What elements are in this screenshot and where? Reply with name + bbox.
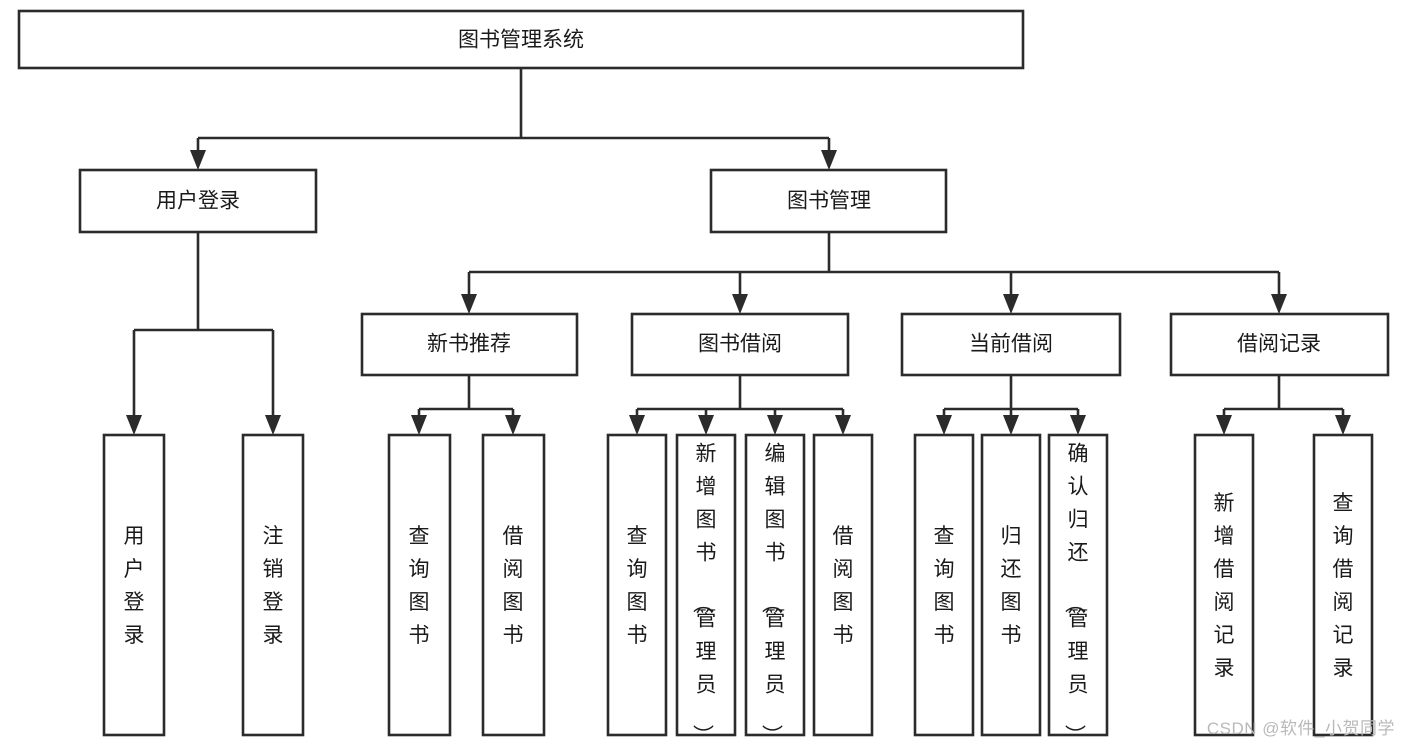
node-leaf-edit-book[interactable]: 编辑图书（管理员） [744,433,806,745]
node-user-login[interactable]: 用户登录 [78,168,318,234]
borrow-record-label: 借阅记录 [1237,333,1321,356]
arrow-head-leaf-query-record [1335,415,1351,435]
arrow-head-leaf-confirm-return [1070,415,1086,435]
node-borrow-record[interactable]: 借阅记录 [1169,312,1390,377]
leaf-return-book-label: 归还图书 [1001,525,1022,647]
node-leaf-add-book[interactable]: 新增图书（管理员） [675,433,737,745]
node-leaf-query-book-1[interactable]: 查询图书 [387,433,452,737]
arrow-head-borrow-record [1271,294,1287,314]
leaf-query-book-3-label: 查询图书 [934,525,955,647]
leaf-return-book-box[interactable] [980,433,1042,737]
node-leaf-borrow-book-2[interactable]: 借阅图书 [812,433,874,737]
leaf-add-book-box[interactable] [675,433,737,737]
leaf-borrow-book-1-label: 借阅图书 [503,525,524,647]
arrow-head-leaf-add-record [1216,415,1232,435]
node-leaf-add-record[interactable]: 新增借阅记录 [1193,433,1255,737]
leaf-user-login-label: 用户登录 [124,525,145,647]
leaf-edit-book-box[interactable] [744,433,806,737]
leaf-query-book-1-label: 查询图书 [409,525,430,647]
leaf-user-logout-label: 注销登录 [263,525,284,647]
leaf-add-book-label: 新增图书（管理员） [691,442,717,745]
connector-layer [126,68,1351,435]
leaf-add-record-box[interactable] [1193,433,1255,737]
user-login-label: 用户登录 [156,190,240,213]
borrow-record-box[interactable] [1169,312,1390,377]
current-borrow-box[interactable] [900,312,1122,377]
current-borrow-label: 当前借阅 [969,333,1053,356]
leaf-query-book-2-box[interactable] [606,433,668,737]
node-leaf-query-book-2[interactable]: 查询图书 [606,433,668,737]
leaf-user-login-box[interactable] [102,433,166,737]
node-root[interactable]: 图书管理系统 [17,9,1025,70]
arrow-head-leaf-borrow-book-2 [835,415,851,435]
leaf-query-record-label: 查询借阅记录 [1333,492,1354,680]
node-book-borrow[interactable]: 图书借阅 [630,312,850,377]
leaf-query-record-box[interactable] [1312,433,1374,737]
root-box[interactable] [17,9,1025,70]
arrow-head-book-management [821,150,837,170]
leaf-borrow-book-2-box[interactable] [812,433,874,737]
book-management-box[interactable] [709,168,948,234]
leaf-user-logout-box[interactable] [241,433,305,737]
arrow-head-user-login [190,150,206,170]
node-leaf-user-login[interactable]: 用户登录 [102,433,166,737]
arrow-head-new-book-recommend [461,294,477,314]
leaf-query-book-3-box[interactable] [913,433,975,737]
user-login-box[interactable] [78,168,318,234]
arrow-head-leaf-return-book [1003,415,1019,435]
arrow-head-leaf-borrow-book-1 [505,415,521,435]
node-leaf-borrow-book-1[interactable]: 借阅图书 [481,433,546,737]
node-leaf-return-book[interactable]: 归还图书 [980,433,1042,737]
book-borrow-box[interactable] [630,312,850,377]
leaf-query-book-1-box[interactable] [387,433,452,737]
arrow-head-leaf-add-book [698,415,714,435]
leaf-confirm-return-box[interactable] [1047,433,1109,737]
leaf-confirm-return-label: 确认归还（管理员） [1063,442,1089,745]
node-book-management[interactable]: 图书管理 [709,168,948,234]
book-borrow-label: 图书借阅 [698,333,782,356]
arrow-head-leaf-query-book-2 [629,415,645,435]
arrow-head-leaf-query-book-1 [411,415,427,435]
arrow-head-leaf-edit-book [767,415,783,435]
arrow-head-book-borrow [732,294,748,314]
node-leaf-query-record[interactable]: 查询借阅记录 [1312,433,1374,737]
arrow-head-leaf-user-logout [265,415,281,435]
arrow-head-current-borrow [1003,294,1019,314]
root-label: 图书管理系统 [458,29,584,52]
new-book-recommend-box[interactable] [360,312,579,377]
arrow-head-leaf-user-login [126,415,142,435]
node-new-book-recommend[interactable]: 新书推荐 [360,312,579,377]
node-leaf-user-logout[interactable]: 注销登录 [241,433,305,737]
node-current-borrow[interactable]: 当前借阅 [900,312,1122,377]
leaf-edit-book-label: 编辑图书（管理员） [760,442,786,745]
book-management-label: 图书管理 [787,190,871,213]
new-book-recommend-label: 新书推荐 [427,333,511,356]
arrow-head-leaf-query-book-3 [936,415,952,435]
node-leaf-query-book-3[interactable]: 查询图书 [913,433,975,737]
leaf-borrow-book-2-label: 借阅图书 [833,525,854,647]
leaf-borrow-book-1-box[interactable] [481,433,546,737]
node-leaf-confirm-return[interactable]: 确认归还（管理员） [1047,433,1109,745]
leaf-query-book-2-label: 查询图书 [627,525,648,647]
csdn-watermark: CSDN @软件_小贺同学 [1206,719,1395,738]
leaf-add-record-label: 新增借阅记录 [1214,492,1235,680]
